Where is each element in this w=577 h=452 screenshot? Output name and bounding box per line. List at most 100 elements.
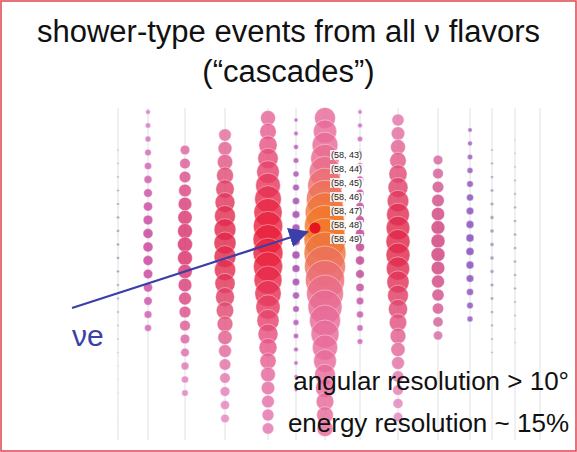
hit-circle bbox=[357, 311, 364, 318]
hit-circle bbox=[219, 359, 231, 371]
sensor-coordinate: (58, 46) bbox=[330, 192, 363, 202]
hit-circle bbox=[117, 338, 119, 340]
hit-circle bbox=[490, 189, 493, 192]
hit-circle bbox=[117, 379, 118, 380]
hit-circle bbox=[514, 206, 517, 209]
hit-circle bbox=[145, 149, 151, 155]
hit-circle bbox=[292, 238, 300, 246]
hit-circle bbox=[179, 184, 192, 197]
hit-circle bbox=[292, 224, 300, 232]
hit-circle bbox=[514, 287, 517, 290]
sensor-coordinate: (58, 47) bbox=[330, 206, 363, 216]
hit-circle bbox=[293, 292, 300, 299]
hit-circle bbox=[218, 142, 232, 156]
hit-circle bbox=[292, 278, 299, 285]
hit-circle bbox=[117, 311, 119, 313]
neutrino-arrow bbox=[72, 232, 307, 308]
hit-circle bbox=[260, 353, 276, 369]
hit-circle bbox=[431, 234, 445, 248]
hit-circle bbox=[490, 243, 494, 247]
hit-circle bbox=[466, 194, 473, 201]
hit-circle bbox=[261, 367, 276, 382]
hit-circle bbox=[117, 176, 119, 178]
hit-circle bbox=[144, 176, 152, 184]
string-line bbox=[118, 108, 119, 440]
hit-circle bbox=[294, 118, 298, 122]
hit-circle bbox=[293, 320, 299, 326]
hit-circle bbox=[117, 297, 120, 300]
hit-circle bbox=[180, 334, 190, 344]
hit-circle bbox=[293, 306, 299, 312]
hit-circle bbox=[467, 316, 473, 322]
hit-circle bbox=[357, 339, 363, 345]
hit-circle bbox=[117, 284, 120, 287]
hit-circle bbox=[432, 181, 444, 193]
hit-circle bbox=[433, 155, 443, 165]
hit-circle bbox=[357, 325, 363, 331]
hit-circle bbox=[293, 333, 298, 338]
hit-circle bbox=[466, 261, 474, 269]
hit-circle bbox=[221, 414, 230, 423]
sensor-coordinate: (58, 44) bbox=[330, 164, 363, 174]
hit-circle bbox=[262, 423, 273, 434]
hit-circle bbox=[117, 230, 120, 233]
hit-circle bbox=[466, 275, 473, 282]
hit-circle bbox=[117, 419, 118, 420]
hit-circle bbox=[144, 162, 151, 169]
hit-circle bbox=[181, 362, 189, 370]
hit-circle bbox=[513, 246, 516, 249]
hit-circle bbox=[117, 352, 119, 354]
hit-circle bbox=[143, 256, 153, 266]
hit-circle bbox=[490, 216, 494, 220]
hit-circle bbox=[514, 152, 516, 154]
hit-circle bbox=[433, 168, 444, 179]
hit-circle bbox=[117, 162, 119, 164]
hit-circle bbox=[432, 303, 443, 314]
hit-circle bbox=[143, 202, 152, 211]
hit-circle bbox=[432, 275, 445, 288]
hit-circle bbox=[262, 395, 275, 408]
hit-circle bbox=[433, 317, 443, 327]
hit-circle bbox=[491, 338, 494, 341]
hit-circle bbox=[358, 123, 363, 128]
hit-circle bbox=[292, 211, 300, 219]
hit-circle bbox=[356, 283, 364, 291]
hit-circle bbox=[490, 229, 494, 233]
hit-circle bbox=[514, 314, 516, 316]
hit-circle bbox=[117, 203, 120, 206]
hit-circle bbox=[466, 207, 473, 214]
hit-circle bbox=[358, 110, 362, 114]
hit-circle bbox=[178, 278, 192, 292]
hit-circle bbox=[467, 302, 474, 309]
hit-circle bbox=[294, 131, 298, 135]
hit-circle bbox=[117, 189, 120, 192]
hit-circle bbox=[178, 210, 192, 224]
hit-circle bbox=[513, 219, 516, 222]
hit-circle bbox=[393, 399, 403, 409]
hit-circle bbox=[514, 342, 516, 344]
hit-circle bbox=[146, 110, 151, 115]
hit-circle bbox=[145, 325, 152, 332]
hit-circle bbox=[217, 316, 233, 332]
hit-circle bbox=[514, 166, 516, 168]
hit-circle bbox=[220, 400, 229, 409]
hit-circle bbox=[292, 265, 300, 273]
hit-circle bbox=[117, 216, 120, 219]
hit-circle bbox=[218, 330, 232, 344]
hit-circle bbox=[466, 234, 474, 242]
hit-circle bbox=[432, 194, 445, 207]
hit-circle bbox=[491, 149, 494, 152]
hit-circle bbox=[145, 123, 150, 128]
hit-circle bbox=[180, 145, 190, 155]
hit-circle bbox=[490, 310, 493, 313]
hit-circle bbox=[392, 114, 404, 126]
hit-circle bbox=[490, 256, 494, 260]
hit-circle bbox=[181, 376, 188, 383]
hit-circle bbox=[220, 373, 231, 384]
hit-circle bbox=[181, 348, 190, 357]
hit-circle bbox=[513, 233, 516, 236]
sensor-coordinate: (58, 48) bbox=[330, 220, 363, 230]
hit-circle bbox=[293, 171, 299, 177]
hit-circle bbox=[466, 221, 474, 229]
